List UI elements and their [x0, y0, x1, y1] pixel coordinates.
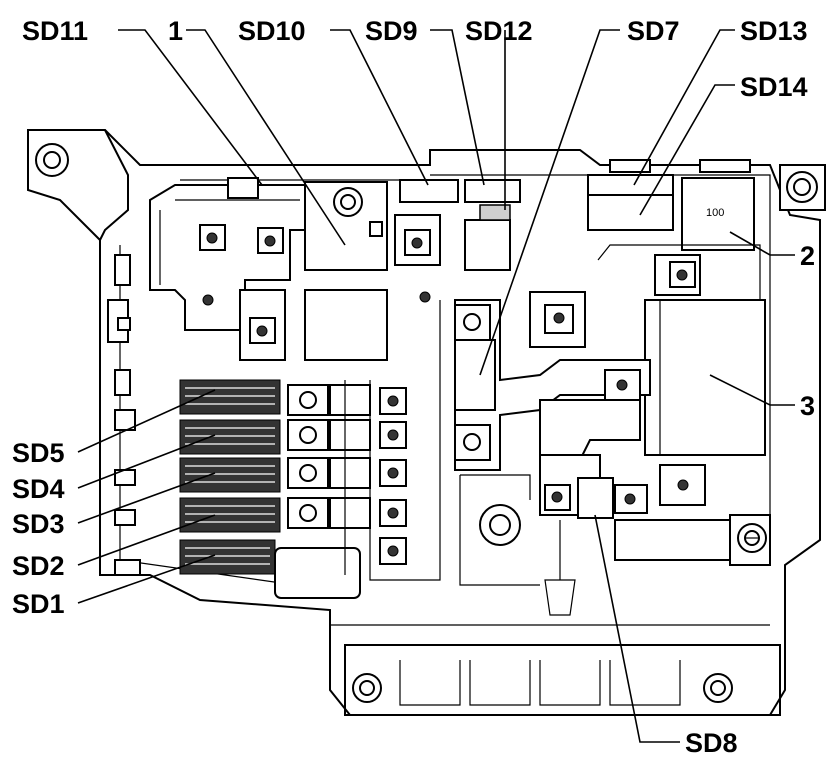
- label-sd4: SD4: [12, 474, 65, 504]
- fuse-box-housing: [27, 129, 826, 716]
- label-sd2: SD2: [12, 551, 65, 581]
- fuse-strip-sd3: [179, 457, 407, 493]
- label-sd8: SD8: [685, 728, 738, 758]
- bottom-connector: [330, 624, 781, 716]
- label-sd1: SD1: [12, 589, 65, 619]
- left-busbar: [149, 177, 306, 361]
- label-sd5: SD5: [12, 438, 65, 468]
- fuse-strip-sd1: [179, 537, 407, 599]
- label-sd3: SD3: [12, 509, 65, 539]
- relay-component-3: [644, 254, 766, 506]
- label-2: 2: [800, 241, 815, 271]
- label-sd9: SD9: [365, 16, 418, 46]
- label-sd12: SD12: [465, 16, 533, 46]
- top-fuses: [394, 179, 521, 303]
- fuse-strip-sd5: [179, 379, 407, 416]
- label-1: 1: [168, 16, 183, 46]
- fuse-rating-label: 100: [706, 207, 724, 219]
- callout-labels: SD11 1 SD10 SD9 SD12 SD7 SD13 SD14 2 3 S…: [12, 16, 815, 758]
- label-sd13: SD13: [740, 16, 808, 46]
- fuse-strip-sd4: [179, 419, 407, 455]
- label-sd7: SD7: [627, 16, 680, 46]
- label-sd14: SD14: [740, 72, 808, 102]
- center-busbar: [454, 291, 651, 471]
- label-sd11: SD11: [22, 16, 88, 46]
- leader-lines: [77, 29, 795, 743]
- label-sd10: SD10: [238, 16, 306, 46]
- label-3: 3: [800, 391, 815, 421]
- terminal-rail: [344, 300, 441, 581]
- sd8-holder: [539, 454, 648, 616]
- relay-component-1: [304, 181, 388, 361]
- lower-center: [459, 474, 771, 586]
